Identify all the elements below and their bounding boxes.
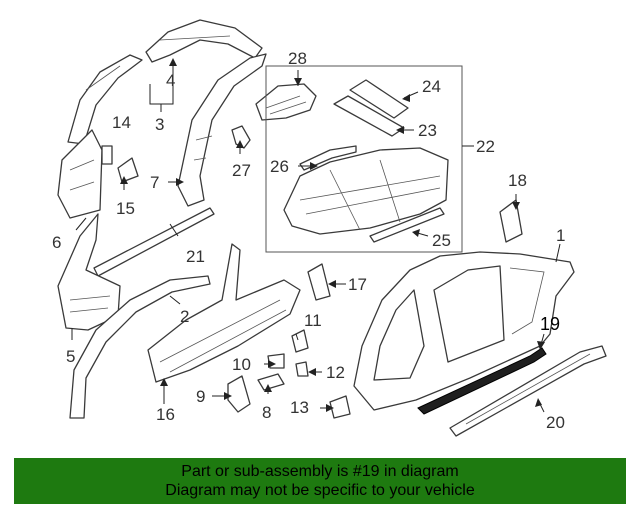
part-25-sill (369, 207, 445, 243)
floor-assembly-box (265, 65, 463, 253)
callout-1: 1 (556, 226, 565, 245)
part-info-banner: Part or sub-assembly is #19 in diagram D… (14, 458, 626, 504)
part-1-body-side (353, 251, 575, 411)
floor-pan (283, 147, 449, 235)
callout-20: 20 (546, 413, 565, 432)
part-21-rail (93, 207, 215, 277)
callout-15: 15 (116, 199, 135, 218)
callout-25: 25 (432, 231, 451, 250)
callout-7: 7 (150, 173, 159, 192)
callout-28: 28 (288, 49, 307, 68)
part-20-rocker (449, 345, 607, 437)
callout-13: 13 (290, 398, 309, 417)
callout-27: 27 (232, 161, 251, 180)
part-2-arch-rail (69, 275, 211, 419)
part-19-highlighted (417, 347, 547, 415)
part-17-bracket (307, 263, 331, 301)
callout-11: 11 (304, 311, 322, 330)
part-18-bracket (499, 199, 523, 243)
part-9-bracket (227, 375, 251, 413)
part-7-b-pillar (177, 53, 267, 207)
part-3-4-roof-rail (67, 19, 263, 145)
part-11-bracket (291, 329, 309, 353)
callout-24: 24 (422, 77, 441, 96)
callout-21: 21 (186, 247, 205, 266)
part-16-inner-panel (147, 243, 301, 383)
callout-9: 9 (196, 387, 205, 406)
part-12-bracket (295, 361, 309, 377)
part-24-crossmember (349, 79, 409, 119)
callout-26: 26 (270, 157, 289, 176)
banner-line-1: Part or sub-assembly is #19 in diagram (181, 463, 459, 480)
part-5-a-pillar-lower (57, 213, 121, 331)
leader-arrows (120, 58, 545, 412)
callout-3: 3 (155, 115, 164, 134)
parts-diagram: 1 2 3 4 5 6 7 8 9 10 11 12 13 14 15 16 1… (52, 19, 607, 437)
callout-16: 16 (156, 405, 175, 424)
callout-4: 4 (166, 71, 175, 90)
banner-line-2: Diagram may not be specific to your vehi… (165, 482, 475, 499)
part-13-bracket (329, 395, 351, 419)
callout-18: 18 (508, 171, 527, 190)
part-6-a-pillar-inner (57, 129, 103, 219)
callout-6: 6 (52, 233, 61, 252)
part-27-bracket (231, 125, 251, 149)
callout-22: 22 (476, 137, 495, 156)
callout-23: 23 (418, 121, 437, 140)
callout-14: 14 (112, 113, 131, 132)
part-8-bracket (257, 373, 285, 391)
callout-19: 19 (540, 314, 560, 334)
callout-12: 12 (326, 363, 345, 382)
callout-2: 2 (180, 307, 189, 326)
callout-5: 5 (66, 347, 75, 366)
part-14-bracket (101, 145, 113, 165)
callout-10: 10 (232, 355, 251, 374)
callout-17: 17 (348, 275, 367, 294)
part-28-reinforcement (255, 83, 317, 121)
callout-labels: 1 2 3 4 5 6 7 8 9 10 11 12 13 14 15 16 1… (52, 49, 565, 432)
part-15-bracket (117, 157, 139, 183)
callout-8: 8 (262, 403, 271, 422)
